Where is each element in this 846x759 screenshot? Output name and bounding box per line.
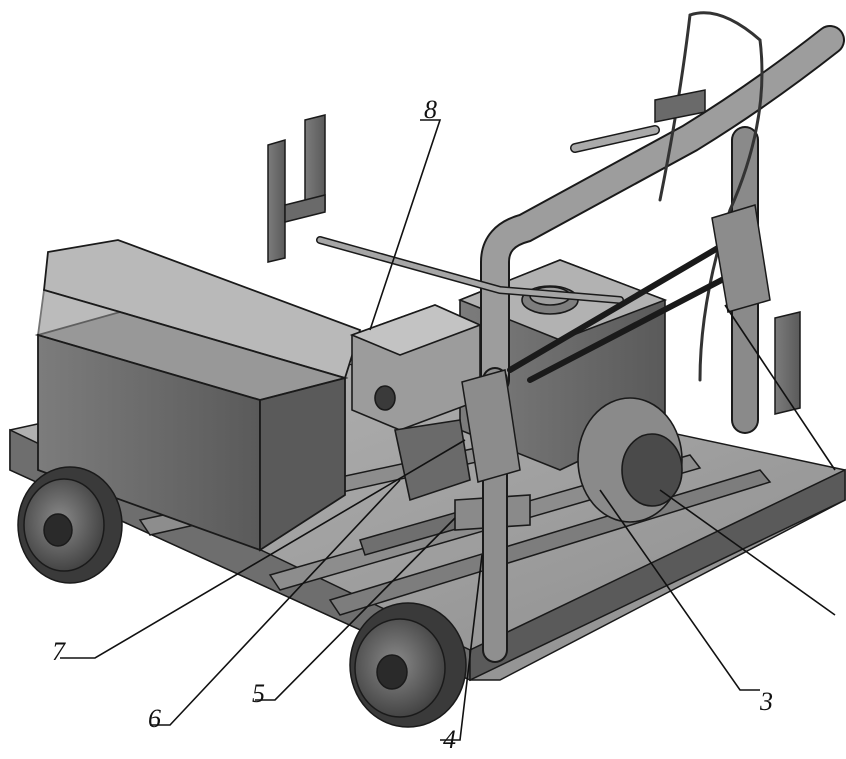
handle-brackets [461,89,771,483]
callout-4: 4 [443,725,456,754]
leader-lines [60,119,836,741]
front-wheel [349,602,467,728]
callout-6: 6 [148,704,161,733]
callout-8: 8 [424,95,437,124]
left-wheel [17,466,123,584]
callout-labels: 7 6 5 4 3 8 [52,95,773,754]
callout-5: 5 [252,679,265,708]
callout-7: 7 [52,637,66,666]
hopper-box [34,239,362,552]
callout-3: 3 [759,687,773,716]
